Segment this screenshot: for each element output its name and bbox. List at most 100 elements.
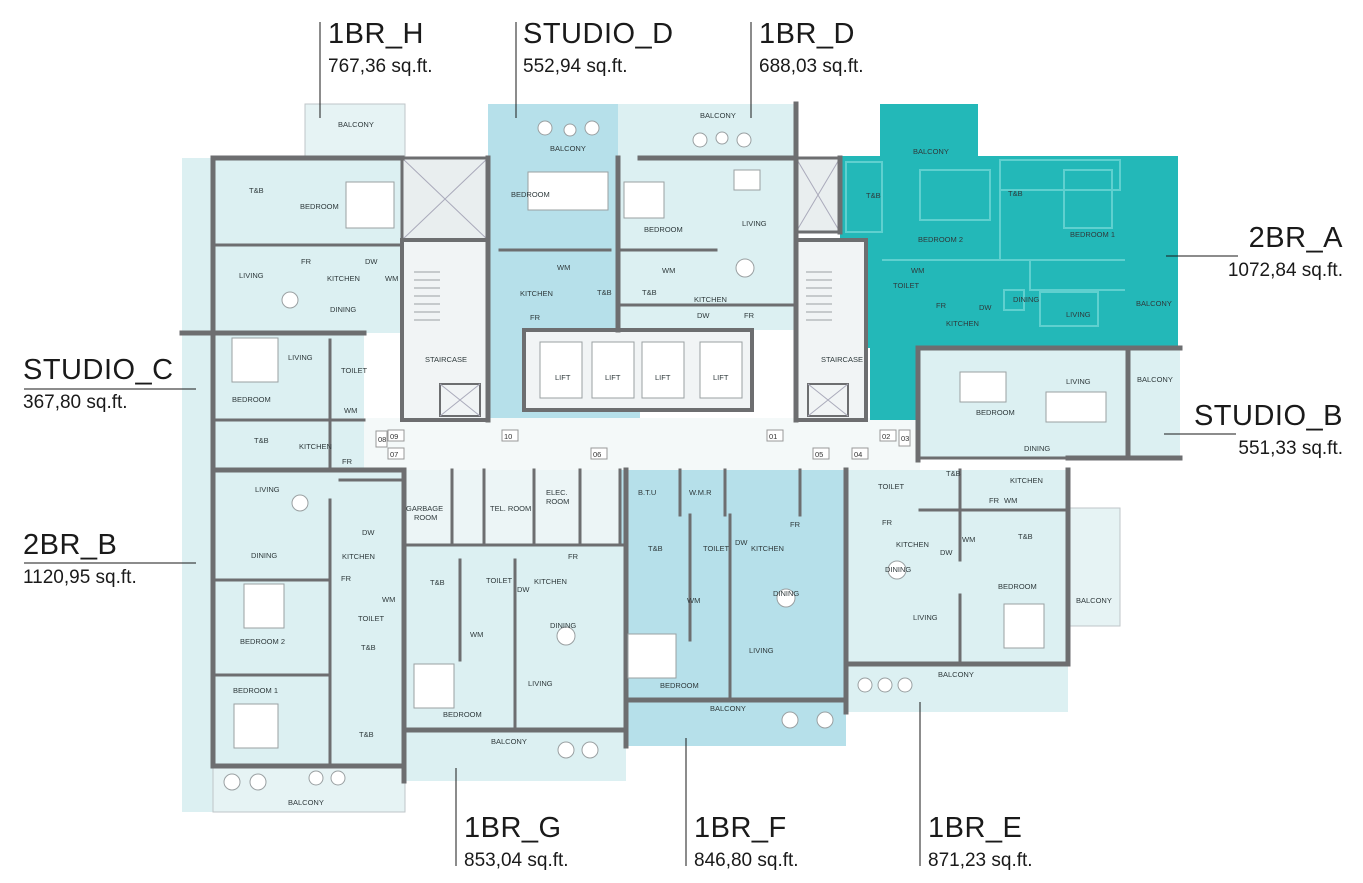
room-label: DW [362, 528, 375, 537]
room-label: FR [936, 301, 947, 310]
room-label: T&B [249, 186, 264, 195]
room-label: BALCONY [710, 704, 746, 713]
door-number: 02 [882, 432, 890, 441]
room-label: DW [697, 311, 710, 320]
unit-label-2br-a[interactable]: 2BR_A 1072,84 sq.ft. [1227, 222, 1343, 281]
room-labels: BALCONY BALCONY BALCONY BALCONY BALCONY … [232, 111, 1173, 807]
unit-name: STUDIO_B [1193, 400, 1343, 432]
room-label: LIFT [655, 373, 671, 382]
room-label: LIFT [605, 373, 621, 382]
door-number: 05 [815, 450, 823, 459]
room-label: DW [979, 303, 992, 312]
room-label: BEDROOM [300, 202, 339, 211]
room-label: DW [940, 548, 953, 557]
room-label: WM [344, 406, 357, 415]
room-label: WM [385, 274, 398, 283]
room-label: LIVING [528, 679, 553, 688]
unit-area: 1120,95 sq.ft. [23, 567, 137, 588]
unit-name: 2BR_A [1248, 222, 1343, 254]
unit-label-1br-g[interactable]: 1BR_G 853,04 sq.ft. [464, 814, 569, 871]
room-label: WM [962, 535, 975, 544]
corridor [364, 418, 920, 470]
room-label: LIVING [913, 613, 938, 622]
unit-label-1br-f[interactable]: 1BR_F 846,80 sq.ft. [694, 812, 799, 871]
room-label: DINING [773, 589, 799, 598]
room-label: BALCONY [491, 737, 527, 746]
room-label: FR [882, 518, 893, 527]
room-label: KITCHEN [327, 274, 360, 283]
unit-area: 551,33 sq.ft. [1238, 438, 1343, 459]
room-label: TOILET [893, 281, 920, 290]
door-number: 07 [390, 450, 398, 459]
room-label: KITCHEN [1010, 476, 1043, 485]
room-label: LIVING [288, 353, 313, 362]
unit-name: 1BR_F [694, 812, 787, 844]
unit-label-2br-b[interactable]: 2BR_B 1120,95 sq.ft. [23, 531, 137, 588]
door-number: 06 [593, 450, 601, 459]
room-label: LIFT [713, 373, 729, 382]
room-label: WM [382, 595, 395, 604]
core [400, 156, 868, 422]
room-label: WM [687, 596, 700, 605]
room-label: DW [735, 538, 748, 547]
unit-2br-b-balcony[interactable] [212, 765, 406, 813]
room-label: BEDROOM [443, 710, 482, 719]
room-label: LIFT [555, 373, 571, 382]
room-label: KITCHEN [342, 552, 375, 561]
room-label: W.M.R [689, 488, 712, 497]
leader-lines [24, 22, 1238, 866]
unit-name: 1BR_H [328, 18, 424, 50]
room-label: BALCONY [288, 798, 324, 807]
room-label: WM [1004, 496, 1017, 505]
room-label: BEDROOM 2 [918, 235, 963, 244]
unit-label-1br-h[interactable]: 1BR_H 767,36 sq.ft. [328, 18, 433, 77]
unit-1br-e-balcony[interactable] [1067, 507, 1121, 627]
room-label: TOILET [358, 614, 385, 623]
room-label: WM [662, 266, 675, 275]
room-label: T&B [946, 469, 961, 478]
room-label: WM [470, 630, 483, 639]
unit-name: STUDIO_C [23, 354, 174, 386]
room-label: GARBAGE [406, 504, 443, 513]
room-label: BEDROOM 1 [233, 686, 278, 695]
unit-label-studio-c[interactable]: STUDIO_C 367,80 sq.ft. [23, 354, 174, 413]
unit-name: 1BR_E [928, 812, 1023, 844]
unit-label-1br-d[interactable]: 1BR_D 688,03 sq.ft. [759, 18, 864, 77]
service-rooms [404, 470, 620, 545]
room-label: KITCHEN [520, 289, 553, 298]
room-label: LIVING [1066, 377, 1091, 386]
room-label: BEDROOM [511, 190, 550, 199]
room-label: TOILET [486, 576, 513, 585]
room-label: TOILET [878, 482, 905, 491]
room-label: WM [911, 266, 924, 275]
unit-2br-a-highlight[interactable] [840, 104, 1178, 420]
room-label: BALCONY [1136, 299, 1172, 308]
unit-label-1br-e[interactable]: 1BR_E 871,23 sq.ft. [928, 812, 1033, 871]
unit-label-studio-b[interactable]: STUDIO_B 551,33 sq.ft. [1193, 400, 1343, 459]
unit-area: 846,80 sq.ft. [694, 850, 799, 871]
room-label: FR [790, 520, 801, 529]
unit-2br-b-area[interactable] [182, 470, 404, 812]
room-label: BALCONY [913, 147, 949, 156]
room-label: BEDROOM [660, 681, 699, 690]
room-label: LIVING [1066, 310, 1091, 319]
room-label: B.T.U [638, 488, 656, 497]
room-label: KITCHEN [534, 577, 567, 586]
room-label: DW [517, 585, 530, 594]
unit-1br-h-balcony[interactable] [304, 103, 406, 159]
room-label: KITCHEN [751, 544, 784, 553]
unit-area: 853,04 sq.ft. [464, 850, 569, 871]
room-label: BALCONY [550, 144, 586, 153]
room-label: BEDROOM [998, 582, 1037, 591]
room-label: T&B [642, 288, 657, 297]
room-label: BALCONY [700, 111, 736, 120]
unit-label-studio-d[interactable]: STUDIO_D 552,94 sq.ft. [523, 20, 674, 77]
room-label: DW [365, 257, 378, 266]
unit-area: 767,36 sq.ft. [328, 56, 433, 77]
room-label: LIVING [749, 646, 774, 655]
room-label: KITCHEN [299, 442, 332, 451]
room-label: FR [568, 552, 579, 561]
unit-area: 1072,84 sq.ft. [1227, 260, 1343, 281]
unit-name: 1BR_D [759, 18, 855, 50]
room-label: BEDROOM 1 [1070, 230, 1115, 239]
